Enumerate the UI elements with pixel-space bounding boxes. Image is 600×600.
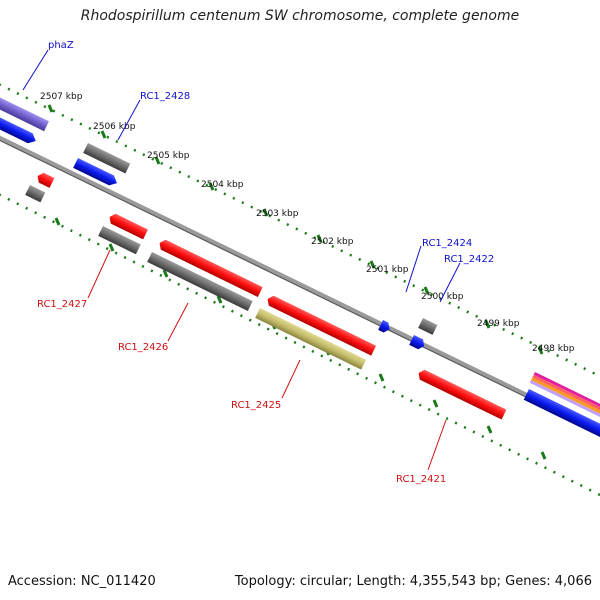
accession-text: Accession: NC_011420 xyxy=(8,574,156,589)
gene-stack-right[interactable] xyxy=(529,372,600,418)
tick-label: 2503 kbp xyxy=(256,209,299,219)
gene-RC1_2421[interactable] xyxy=(416,368,507,420)
gene-RC1_2425[interactable] xyxy=(255,308,367,370)
tick-label: 2505 kbp xyxy=(147,151,190,161)
gene-label-RC1_2425[interactable]: RC1_2425 xyxy=(231,400,281,411)
leader-lines-reverse xyxy=(87,249,447,471)
gene-red-2427[interactable] xyxy=(107,212,148,240)
leader-lines-forward xyxy=(22,49,461,303)
gene-RC1_2422[interactable] xyxy=(409,335,426,351)
map-title: Rhodospirillum centenum SW chromosome, c… xyxy=(80,8,520,24)
gene-red-2425[interactable] xyxy=(265,294,377,356)
gene-label-RC1_2421[interactable]: RC1_2421 xyxy=(396,474,446,485)
genome-backbone xyxy=(0,135,600,434)
gene-blue-left[interactable] xyxy=(0,115,38,146)
gene-label-phaZ[interactable]: phaZ xyxy=(48,40,74,51)
gene-label-RC1_2422[interactable]: RC1_2422 xyxy=(444,254,494,265)
gene-blue-right[interactable] xyxy=(523,389,600,438)
tick-label: 2502 kbp xyxy=(311,237,354,247)
tick-label: 2504 kbp xyxy=(201,180,244,190)
gene-RC1_2426[interactable] xyxy=(147,252,253,311)
gene-gray-small-left[interactable] xyxy=(25,185,46,203)
gene-label-RC1_2426[interactable]: RC1_2426 xyxy=(118,342,168,353)
inner-tick-ring xyxy=(0,193,600,497)
tick-label: 2498 kbp xyxy=(532,344,575,354)
gene-gray-2428[interactable] xyxy=(83,143,131,174)
gene-RC1_2427[interactable] xyxy=(98,226,141,255)
gene-RC1_2428[interactable] xyxy=(73,158,119,188)
tick-label: 2499 kbp xyxy=(477,319,520,329)
gene-label-RC1_2428[interactable]: RC1_2428 xyxy=(140,91,190,102)
tick-label: 2507 kbp xyxy=(40,92,83,102)
gene-gray-2422[interactable] xyxy=(418,318,438,335)
gene-label-RC1_2427[interactable]: RC1_2427 xyxy=(37,299,87,310)
tick-label: 2506 kbp xyxy=(93,122,136,132)
outer-major-ticks xyxy=(47,104,544,355)
gene-RC1_2424[interactable] xyxy=(378,320,392,334)
topology-text: Topology: circular; Length: 4,355,543 bp… xyxy=(234,574,592,589)
gene-phaZ-violet[interactable] xyxy=(0,95,49,132)
gene-label-RC1_2424[interactable]: RC1_2424 xyxy=(422,238,472,249)
gene-red-small-left[interactable] xyxy=(35,171,55,188)
inner-major-ticks xyxy=(54,217,547,460)
gene-red-2426[interactable] xyxy=(157,238,263,297)
tick-label: 2501 kbp xyxy=(366,265,409,275)
